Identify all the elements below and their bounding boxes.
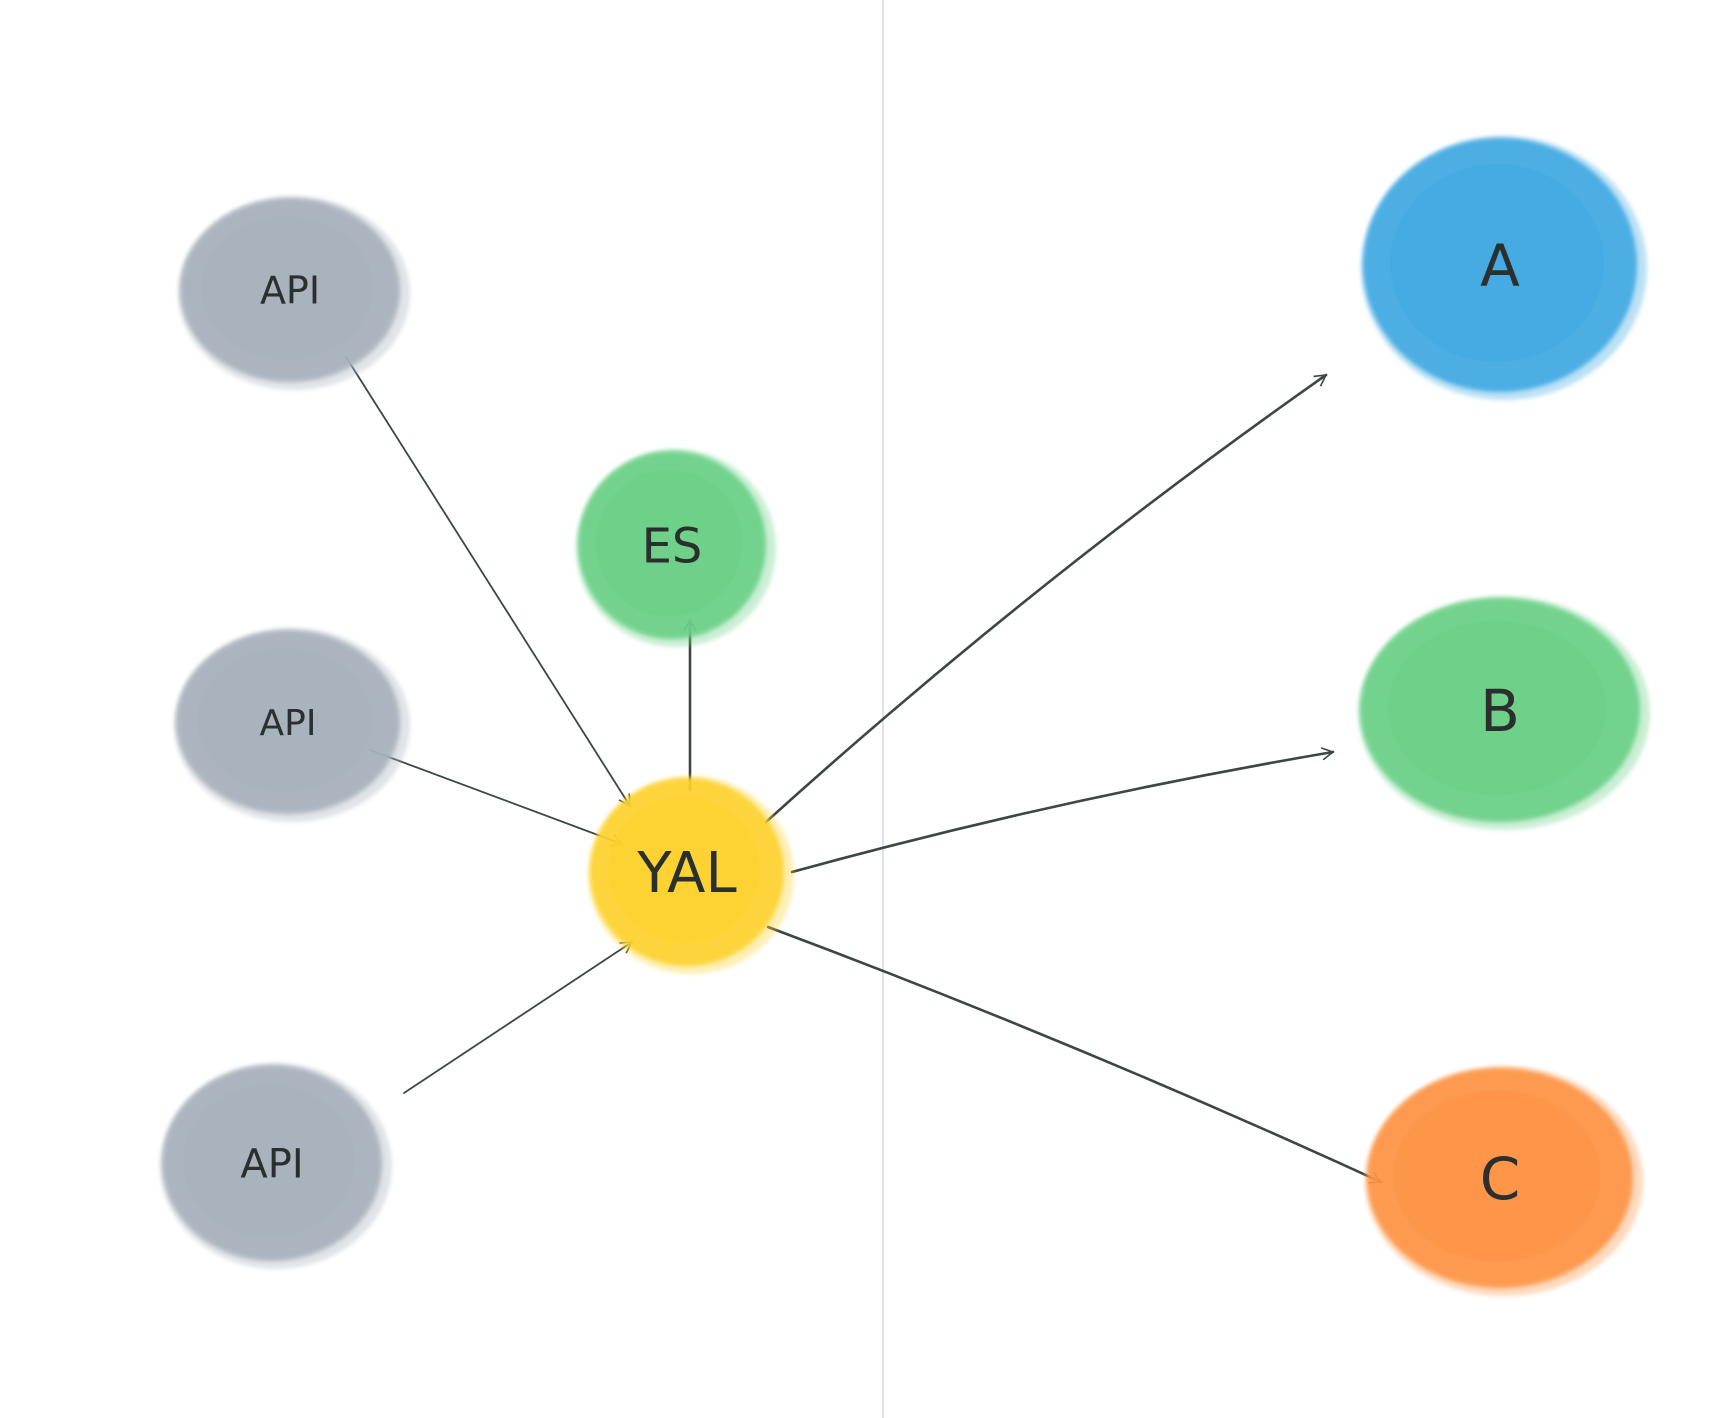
node-c: C	[1365, 1066, 1643, 1296]
node-es-core	[595, 469, 743, 617]
node-api-1-label: API	[260, 269, 320, 313]
node-api-2-core	[197, 648, 373, 792]
nodes-layer: API API API ES YAL A B C	[160, 136, 1650, 1296]
node-c-core	[1393, 1090, 1601, 1262]
node-api-3-label: API	[240, 1141, 303, 1187]
node-es: ES	[576, 449, 776, 647]
edge-yal-to-a	[764, 373, 1328, 824]
node-b: B	[1358, 596, 1650, 830]
edges-layer	[345, 356, 1383, 1184]
node-a-core	[1390, 163, 1604, 363]
node-c-label: C	[1480, 1145, 1521, 1213]
node-yal: YAL	[588, 776, 794, 974]
node-api-1: API	[178, 196, 410, 390]
node-yal-label: YAL	[636, 841, 736, 906]
edge-api-3-to-yal	[403, 941, 634, 1094]
node-b-label: B	[1480, 677, 1520, 745]
edge-yal-to-c	[766, 925, 1383, 1184]
edge-api-2-to-yal	[369, 749, 624, 847]
node-yal-core	[608, 796, 760, 944]
node-api-1-core	[201, 216, 373, 360]
node-b-core	[1387, 620, 1607, 796]
node-api-3-core	[183, 1084, 355, 1238]
node-api-2: API	[174, 628, 410, 822]
node-api-2-label: API	[260, 703, 317, 744]
node-api-3: API	[160, 1063, 392, 1269]
node-a-label: A	[1480, 232, 1520, 300]
node-a: A	[1361, 136, 1647, 400]
edge-yal-to-b	[790, 747, 1335, 874]
edge-api-1-to-yal	[345, 356, 631, 808]
node-es-label: ES	[642, 518, 703, 574]
